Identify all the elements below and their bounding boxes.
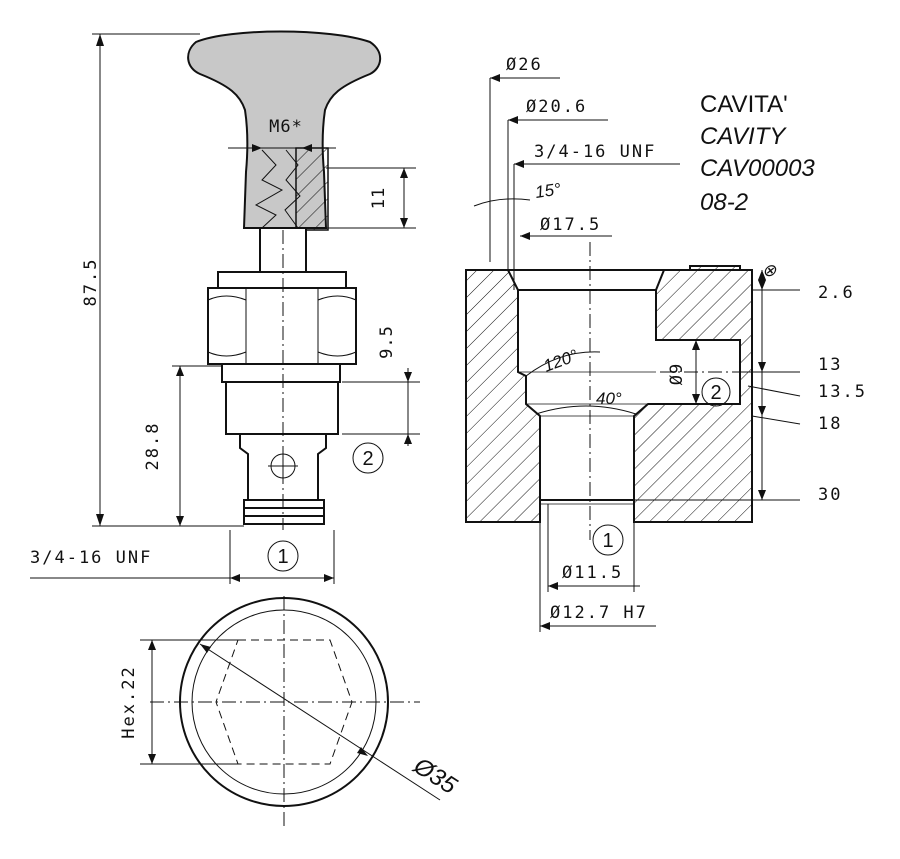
dim-m6: M6* [269,117,303,137]
dim-9-5: 9.5 [377,325,397,359]
dim-d26: Ø26 [506,55,543,75]
title-line-3: CAV00003 [700,155,815,182]
dim-28-8: 28.8 [143,422,163,471]
thread-section [225,381,339,435]
title-block: CAVITA' CAVITY CAV00003 08-2 [700,91,815,216]
knob [187,30,382,229]
break-line-2 [284,149,301,229]
dim-angle-120: 120° [541,346,581,376]
dim-d20-6: Ø20.6 [526,97,587,117]
dim-cavity-thread: 3/4-16 UNF [534,142,656,162]
dim-hex: Hex.22 [119,665,139,738]
title-line-2: CAVITY [700,123,787,150]
title-line-4: 08-2 [700,189,748,216]
dim-dia35: Ø35 [408,752,462,800]
cavity-section: ⊗ 2.6 13 13.5 18 30 Ø9 2 120° 40° 15° [465,55,867,632]
dim-depth-13: 13 [818,355,842,375]
seal-3 [243,515,325,525]
collar [221,363,341,383]
cavity-port-1-marker [592,524,624,556]
dim-angle-15: 15° [534,180,562,202]
dim-depth-30: 30 [818,485,842,505]
dim-depth-13-5: 13.5 [818,382,867,402]
cavity-port-2-marker [701,377,731,407]
title-line-1: CAVITA' [700,91,788,118]
cavity-port-1-label: 1 [602,530,613,552]
dim-d9: Ø9 [667,363,687,385]
seal-1 [243,499,325,509]
hex-nut [207,287,357,365]
dim-d12-7: Ø12.7 H7 [550,603,648,623]
dim-depth-2-6: 2.6 [818,283,855,303]
port-2-marker [352,442,384,474]
cavity-block [465,269,541,523]
dim-thread: 3/4-16 UNF [30,548,152,568]
valve-top-view: Hex.22 Ø35 [119,596,462,830]
dim-overall-length: 87.5 [81,258,101,307]
port-2-label: 2 [362,448,373,470]
dim-d11-5: Ø11.5 [562,563,623,583]
nut-washer [217,271,347,289]
port-1-marker [267,540,299,572]
break-line [254,149,284,229]
dim-angle-40: 40° [596,389,622,408]
valve-elevation: 87.5 M6* 11 9.5 28.8 2 3/ [30,30,420,584]
dim-11: 11 [369,187,389,209]
dim-depth-18: 18 [818,414,842,434]
port-1-label: 1 [277,546,288,568]
cavity-port-2-label: 2 [710,382,721,404]
seal-2 [243,507,325,517]
surface-mark: ⊗ [762,261,777,280]
knob-section [295,147,329,231]
dim-d17-5: Ø17.5 [540,215,601,235]
